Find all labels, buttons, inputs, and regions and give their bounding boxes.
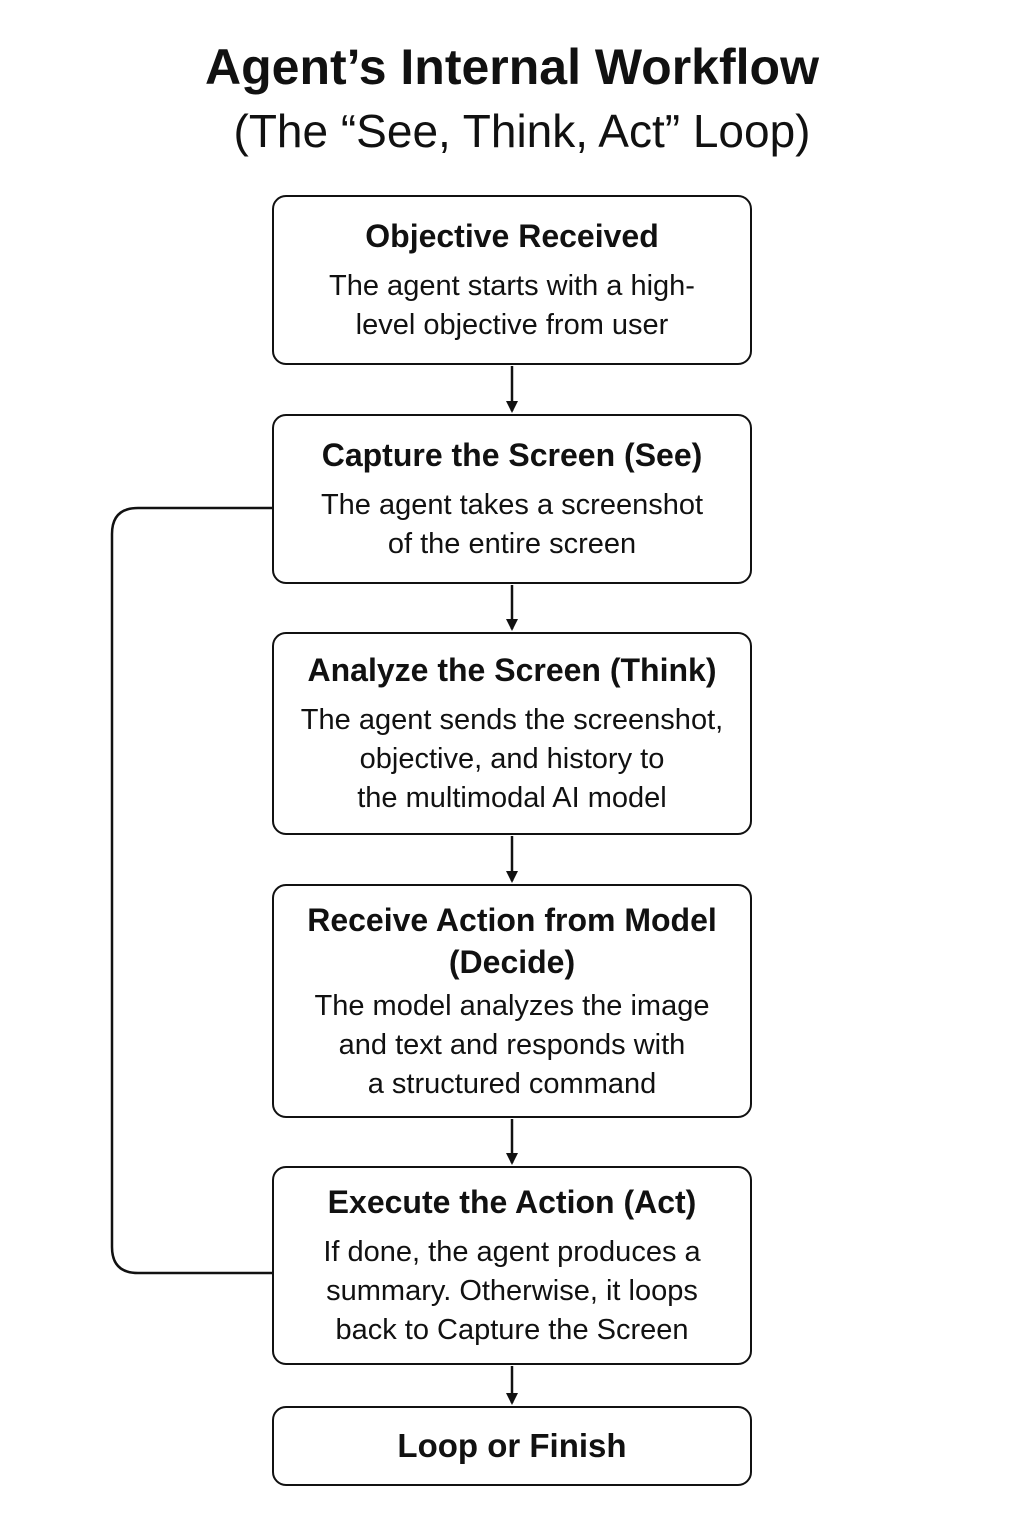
step-description: The model analyzes the image and text an… [314, 989, 710, 1100]
step-description: The agent starts with a high- level obje… [329, 270, 695, 341]
step-title: Objective Received [365, 218, 659, 254]
step-loop-or-finish: Loop or Finish [272, 1406, 752, 1486]
step-execute-action: Execute the Action (Act) If done, the ag… [272, 1166, 752, 1365]
step-title: Capture the Screen (See) [321, 437, 703, 473]
step-title: Loop or Finish [397, 1427, 627, 1464]
diagram-subtitle: (The “See, Think, Act” Loop) [233, 105, 811, 157]
step-receive-action: Receive Action from Model (Decide) The m… [272, 884, 752, 1118]
step-analyze-screen: Analyze the Screen (Think) The agent sen… [272, 632, 752, 835]
step-description: The agent takes a screenshot of the enti… [320, 489, 704, 560]
step-description: The agent sends the screenshot, objectiv… [300, 704, 724, 814]
step-title: Analyze the Screen (Think) [307, 652, 717, 688]
step-title: Receive Action from Model (Decide) [307, 901, 717, 980]
step-objective-received: Objective Received The agent starts with… [272, 195, 752, 365]
loop-back-connector [110, 506, 272, 1275]
step-capture-screen: Capture the Screen (See) The agent takes… [272, 414, 752, 584]
diagram-title: Agent’s Internal Workflow [205, 39, 819, 95]
step-description: If done, the agent produces a summary. O… [323, 1236, 701, 1346]
step-title: Execute the Action (Act) [327, 1184, 697, 1220]
